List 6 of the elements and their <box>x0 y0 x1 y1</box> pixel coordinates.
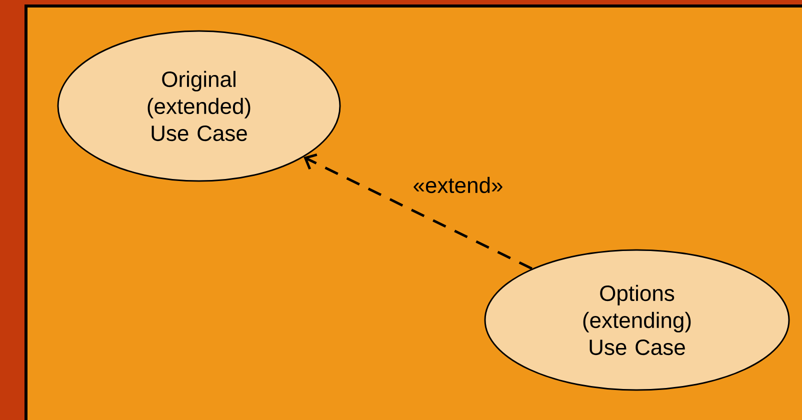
use-case-ellipse <box>484 249 790 391</box>
edge-label: «extend» <box>414 176 502 194</box>
use-case-ellipse <box>57 30 341 182</box>
extend-arrow <box>304 154 532 270</box>
use-case-label: Original (extended) Use Case <box>148 70 250 142</box>
use-case-label: Options (extending) Use Case <box>583 284 691 356</box>
